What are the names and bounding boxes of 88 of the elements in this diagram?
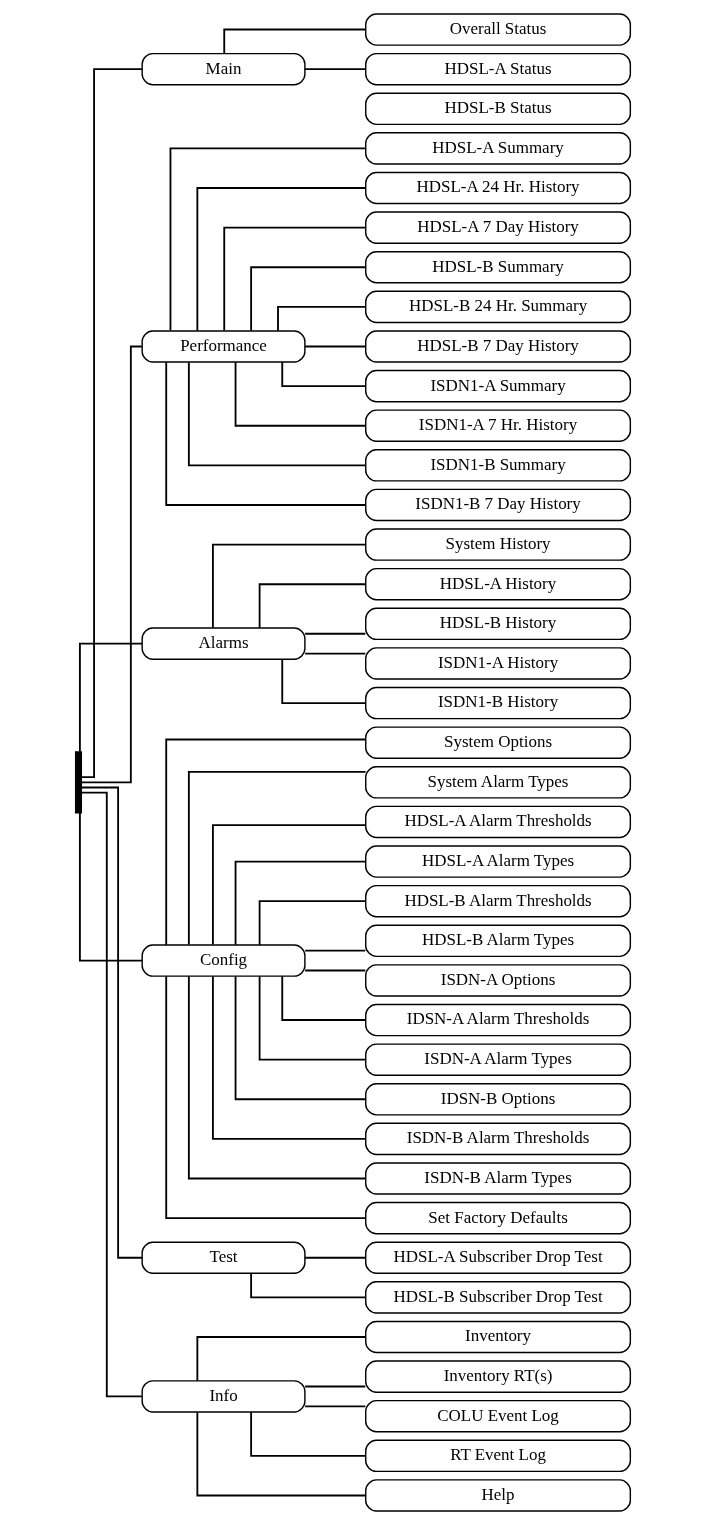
node-box: System History: [364, 528, 631, 561]
connector: [280, 658, 367, 704]
node-box: ISDN-A Alarm Types: [364, 1043, 631, 1076]
connector: [211, 824, 366, 946]
node-box: IDSN-A Alarm Thresholds: [364, 1003, 631, 1037]
connector: [169, 147, 366, 332]
connector: [249, 1272, 366, 1299]
connector: [249, 1411, 366, 1457]
node-box: HDSL-B Status: [364, 92, 631, 126]
node-box: ISDN1-A History: [364, 647, 631, 680]
node-box: Config: [140, 944, 306, 977]
connector: [222, 226, 366, 332]
node-box: HDSL-B Alarm Types: [364, 924, 631, 958]
node-box: ISDN1-A 7 Hr. History: [364, 409, 631, 442]
node-box: Info: [140, 1380, 306, 1413]
connector: [164, 738, 366, 946]
node-box: COLU Event Log: [364, 1399, 631, 1433]
node-box: Main: [140, 52, 306, 86]
connector: [187, 771, 366, 946]
connector: [80, 786, 143, 1259]
connector: [258, 975, 366, 1061]
connector: [258, 583, 366, 629]
node-box: ISDN-B Alarm Thresholds: [364, 1122, 631, 1156]
connector: [303, 1256, 366, 1259]
connector: [303, 969, 366, 972]
node-box: Test: [140, 1241, 306, 1275]
connector: [164, 361, 366, 506]
connector: [211, 975, 366, 1140]
connector: [303, 652, 366, 655]
connector: [195, 187, 367, 332]
connector: [303, 949, 366, 952]
node-box: System Alarm Types: [364, 766, 631, 799]
node-box: ISDN1-B History: [364, 686, 631, 720]
connector: [303, 1385, 366, 1388]
node-box: ISDN1-A Summary: [364, 369, 631, 403]
connector: [211, 543, 366, 629]
node-box: ISDN1-B Summary: [364, 449, 631, 482]
connector: [280, 975, 367, 1021]
connector: [187, 361, 366, 467]
connector: [234, 860, 367, 946]
node-box: IDSN-B Options: [364, 1083, 631, 1116]
node-box: Set Factory Defaults: [364, 1201, 631, 1235]
node-box: Inventory RT(s): [364, 1360, 631, 1393]
connector: [234, 975, 367, 1101]
connector: [78, 812, 143, 962]
node-box: Performance: [140, 330, 306, 363]
node-bar: [74, 751, 82, 814]
connector: [280, 361, 367, 388]
connector: [222, 28, 366, 55]
node-box: ISDN-B Alarm Types: [364, 1162, 631, 1195]
node-box: RT Event Log: [364, 1439, 631, 1473]
node-box: HDSL-B 7 Day History: [364, 330, 631, 363]
connector: [303, 632, 366, 635]
connector: [80, 345, 143, 784]
node-box: HDSL-A Subscriber Drop Test: [364, 1241, 631, 1275]
node-box: HDSL-A History: [364, 567, 631, 601]
connector: [258, 900, 366, 946]
connector: [303, 68, 366, 71]
node-box: HDSL-A Alarm Types: [364, 845, 631, 878]
node-box: Inventory: [364, 1320, 631, 1354]
connector: [276, 305, 366, 332]
node-box: HDSL-B Alarm Thresholds: [364, 884, 631, 918]
connector: [195, 1336, 367, 1382]
connector: [187, 975, 366, 1180]
node-box: HDSL-B History: [364, 607, 631, 641]
connector: [164, 975, 366, 1220]
connector: [249, 266, 366, 332]
node-box: System Options: [364, 726, 631, 759]
connector: [303, 1405, 366, 1408]
node-box: HDSL-A Alarm Thresholds: [364, 805, 631, 839]
node-box: Alarms: [140, 627, 306, 660]
connector: [195, 1411, 367, 1497]
node-box: Help: [364, 1479, 631, 1512]
connector: [80, 68, 143, 779]
connector: [80, 791, 143, 1398]
node-box: HDSL-A 24 Hr. History: [364, 171, 631, 205]
node-box: HDSL-B 24 Hr. Summary: [364, 290, 631, 324]
node-box: ISDN-A Options: [364, 964, 631, 997]
node-box: HDSL-B Summary: [364, 250, 631, 284]
node-box: HDSL-B Subscriber Drop Test: [364, 1281, 631, 1314]
connector: [234, 361, 367, 427]
node-box: HDSL-A Summary: [364, 132, 631, 165]
connector: [78, 642, 143, 753]
node-box: ISDN1-B 7 Day History: [364, 488, 631, 522]
node-box: HDSL-A 7 Day History: [364, 211, 631, 244]
connector: [303, 345, 366, 348]
node-box: Overall Status: [364, 13, 631, 46]
node-box: HDSL-A Status: [364, 52, 631, 86]
